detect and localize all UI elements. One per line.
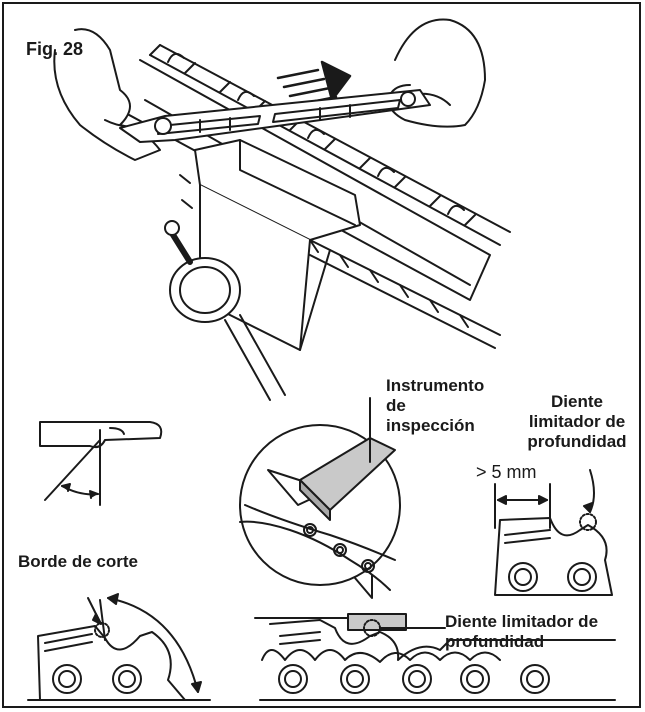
inspection-tool-top [119, 89, 431, 143]
label-inspection-tool-line1: Instrumento [386, 376, 485, 395]
vise [164, 139, 361, 401]
figure-label: Fig. 28 [26, 39, 84, 59]
label-inspection-tool-line3: inspección [386, 416, 475, 435]
label-cutting-edge: Borde de corte [18, 552, 138, 571]
label-gap: > 5 mm [476, 462, 537, 482]
label-depth-gauge-bottom: Diente limitador de profundidad [445, 612, 598, 652]
label-inspection-tool: Instrumento de inspección [386, 376, 484, 436]
label-depth-gauge-right-line2: limitador de [528, 412, 626, 431]
magnifier-callout [239, 397, 401, 599]
label-depth-gauge-right: Diente limitador de profundidad [518, 392, 636, 452]
tooth-side-profile [39, 421, 163, 506]
chain-segment-bottom [254, 613, 616, 701]
label-inspection-tool-line2: de [386, 396, 406, 415]
right-hand [388, 18, 486, 128]
label-depth-gauge-bottom-line2: profundidad [445, 632, 545, 651]
direction-arrow [276, 60, 352, 107]
label-depth-gauge-bottom-line1: Diente limitador de [445, 612, 599, 631]
label-depth-gauge-right-line1: Diente [551, 392, 603, 411]
saw-chain-lower [179, 174, 501, 349]
label-depth-gauge-right-line3: profundidad [527, 432, 627, 451]
cutter-tooth-left [27, 593, 211, 701]
cutter-tooth-right [494, 469, 613, 596]
